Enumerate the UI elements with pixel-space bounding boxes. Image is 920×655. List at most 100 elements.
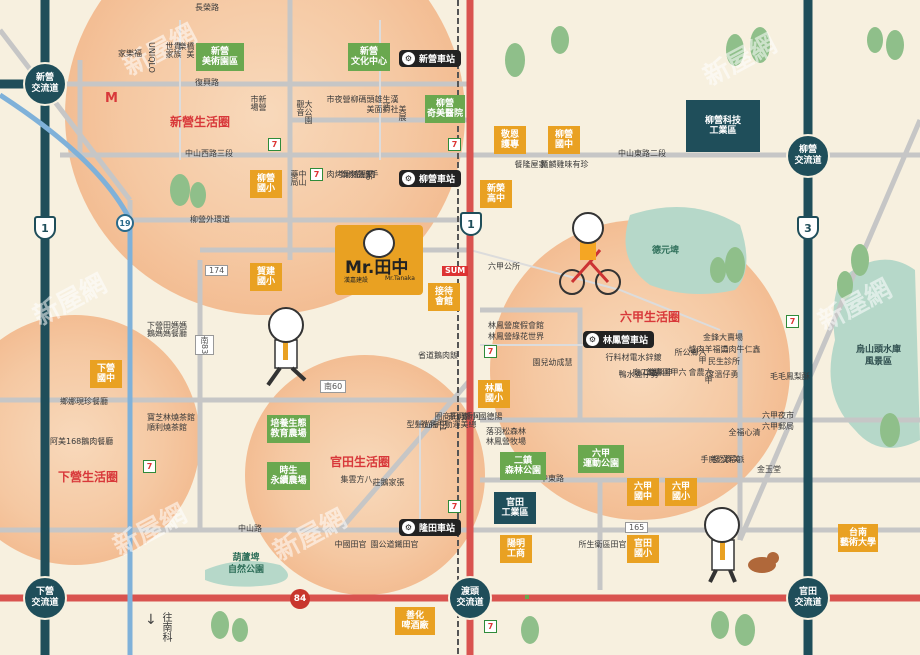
poi-hills: 口 福 羊 肉 爐 [688,345,729,353]
place-dehyuan: 德元埤 [652,246,680,256]
road-label-liuying-wai: 柳營外環道 [190,215,230,224]
poi-liujia-office: 六甲公所 [488,262,520,271]
mascot-head-icon [363,228,395,258]
poi-factory: 派 蒂 漢 堡 [712,455,745,463]
trees [170,26,904,646]
station-label: 柳營車站 [419,175,456,185]
brand-box[interactable]: Mr.田中 漢嘉建設 Mr.Tanaka [335,225,423,295]
poi-tea: 阿 嬤 奶 茶 [448,412,481,420]
place-jingshen[interactable]: 敬恩 護專 [494,126,526,154]
place-yangming[interactable]: 陽明 工商 [500,535,532,563]
poi-library: 六 甲 圖 書 館 [646,368,687,376]
poi-sport: 總 美 運 動 用 品 社 [420,420,477,428]
route-shield-1-provincial: 1 [460,212,482,236]
zone-circle-liujia [490,220,790,520]
poi-liujia-night: 六甲夜市 [762,411,794,420]
interchange-xinying[interactable]: 新營 交流道 [23,62,67,106]
interchange-label: 渡頭 交流道 [456,587,484,608]
poi-duck: 勇 仔 鹽 水 鴨 [618,370,659,378]
place-xiaying-mid[interactable]: 下營 國中 [90,360,122,388]
wushantou-reservoir [830,259,920,448]
interchange-label: 新營 交流道 [31,73,59,94]
mascot-cyclist [559,212,621,295]
place-xinrong[interactable]: 新榮 高中 [480,180,512,208]
place-xinying-art[interactable]: 新營 美術園區 [196,43,244,71]
sum-badge: SUM [442,266,469,276]
mcdonalds-icon: M [105,91,118,106]
route-shield-3: 3 [797,216,819,240]
interchange-dutou[interactable]: 渡頭 交流道 [448,576,492,620]
place-erzhen[interactable]: 二鎮 森林公園 [500,452,546,480]
convenience-store-icon: 7 [484,620,497,633]
poi-carrefour: 家樂福 [118,49,142,58]
poi-lili: 落羽松森林 [486,427,526,436]
poi-xiaying-tian: 下營田媽媽 鵝媽媽餐廳 [147,321,187,338]
station-liuying[interactable]: ⚙柳營車站 [399,170,462,187]
place-peiyang[interactable]: 培養生態 教育農場 [267,415,310,443]
poi-neimen: 鄉娜現珍餐廳 [60,397,108,406]
poi-xinren: 鑫 仁 牛 肉 湯 [720,345,761,353]
convenience-store-icon: 7 [448,138,461,151]
place-liujia-mid[interactable]: 六甲 國中 [627,478,659,506]
zone-circle-xiaying [0,315,200,565]
route-tag-174: 174 [205,265,229,276]
place-linfeng-elem[interactable]: 林鳳 國小 [478,380,510,408]
poi-jinwen: 金玉堂 [757,465,781,474]
place-chimei[interactable]: 柳營 奇美醫院 [425,95,465,123]
poi-fish: 鍍 鋅 水 電 材 料 行 [605,353,662,361]
poi-longtian: 隆 田 商 圈 [434,412,467,420]
convenience-store-icon: 7 [448,500,461,513]
place-liujia-elem[interactable]: 六甲 國小 [665,478,697,506]
station-label: 隆田車站 [419,524,456,534]
poi-xinying-market: 新營 市場 [250,95,267,111]
mascot-walker [704,507,779,583]
place-shisheng[interactable]: 時生 永續農場 [267,462,310,490]
poi-aquaburn: 手 搖 飲 [354,170,379,178]
poi-linfeng-tea: 林鳳營牧場 [486,437,526,446]
place-liuying-tech[interactable]: 柳營科技 工業區 [686,100,760,152]
place-guantian-elem[interactable]: 官田 國小 [627,535,659,563]
poi-dagong: 大公園 觀音 [296,100,313,124]
interchange-guantian[interactable]: 官田 交流道 [786,576,830,620]
interchange-xiaying[interactable]: 下營 交流道 [23,576,67,620]
place-jianye[interactable]: 賀建 國小 [250,263,282,291]
poi-golden: 金鋒大賣場 [703,333,743,342]
place-liuying-mid[interactable]: 柳營 國中 [548,126,580,154]
road-label-zhongshan-e2: 中山東路二段 [618,149,666,158]
place-shanhu: 烏山頭水庫 風景區 [856,345,902,367]
place-liujia-park[interactable]: 六甲 運動公園 [578,445,624,473]
place-reception[interactable]: 接待 會館 [428,283,460,311]
station-xinying[interactable]: ⚙新營車站 [399,50,462,67]
place-tainan-art[interactable]: 台南 藝術大學 [838,524,878,552]
brand-developer: 漢嘉建設 [344,277,369,284]
poi-linfeng-flower: 林鳳營綠花世界 [488,332,544,341]
road-label-fuxing: 復興路 [195,78,219,87]
place-guantian-ind[interactable]: 官田 工業區 [494,492,536,524]
place-liuying-elem[interactable]: 柳營 國小 [250,170,282,198]
road-label-changrong: 長榮路 [195,3,219,12]
poi-jiale: 家 屋 隆 餐 [514,160,547,168]
poi-eight: 八 方 雲 集 [340,475,373,483]
route-shield-19: 19 [116,214,134,232]
station-label: 新營車站 [419,55,456,65]
road-label-south: 往南科 [160,612,171,642]
poi-qingxin: 清 心 福 全 [728,428,761,436]
poi-maomao: 毛毛鳳梨酥 [770,372,810,381]
station-label: 林鳳營車站 [603,336,649,346]
convenience-store-icon: 7 [484,345,497,358]
place-xinying-cc[interactable]: 新營 文化中心 [348,43,390,71]
station-longtian[interactable]: ⚙隆田車站 [399,519,462,536]
zone-label-xiaying: 下營生活圈 [58,470,119,484]
route-tag-165: 165 [625,522,649,533]
route-shield-84: 84 [290,589,310,609]
poi-minsheng: 民生診所 [708,357,740,366]
place-jiangjun[interactable]: 善化 啤酒廠 [395,607,435,635]
interchange-liuying[interactable]: 柳營 交流道 [786,134,830,178]
station-linfengying[interactable]: ⚙林鳳營車站 [583,331,655,348]
poi-guantian-mid: 官 田 國 中 [334,540,367,548]
road-label-zhongdong: 中東路 [540,474,564,483]
zone-label-xinying: 新營生活圈 [170,115,231,129]
place-hulu: 葫蘆埤 自然公園 [228,553,265,575]
road-label-zhongshan: 中山路 [238,524,262,533]
